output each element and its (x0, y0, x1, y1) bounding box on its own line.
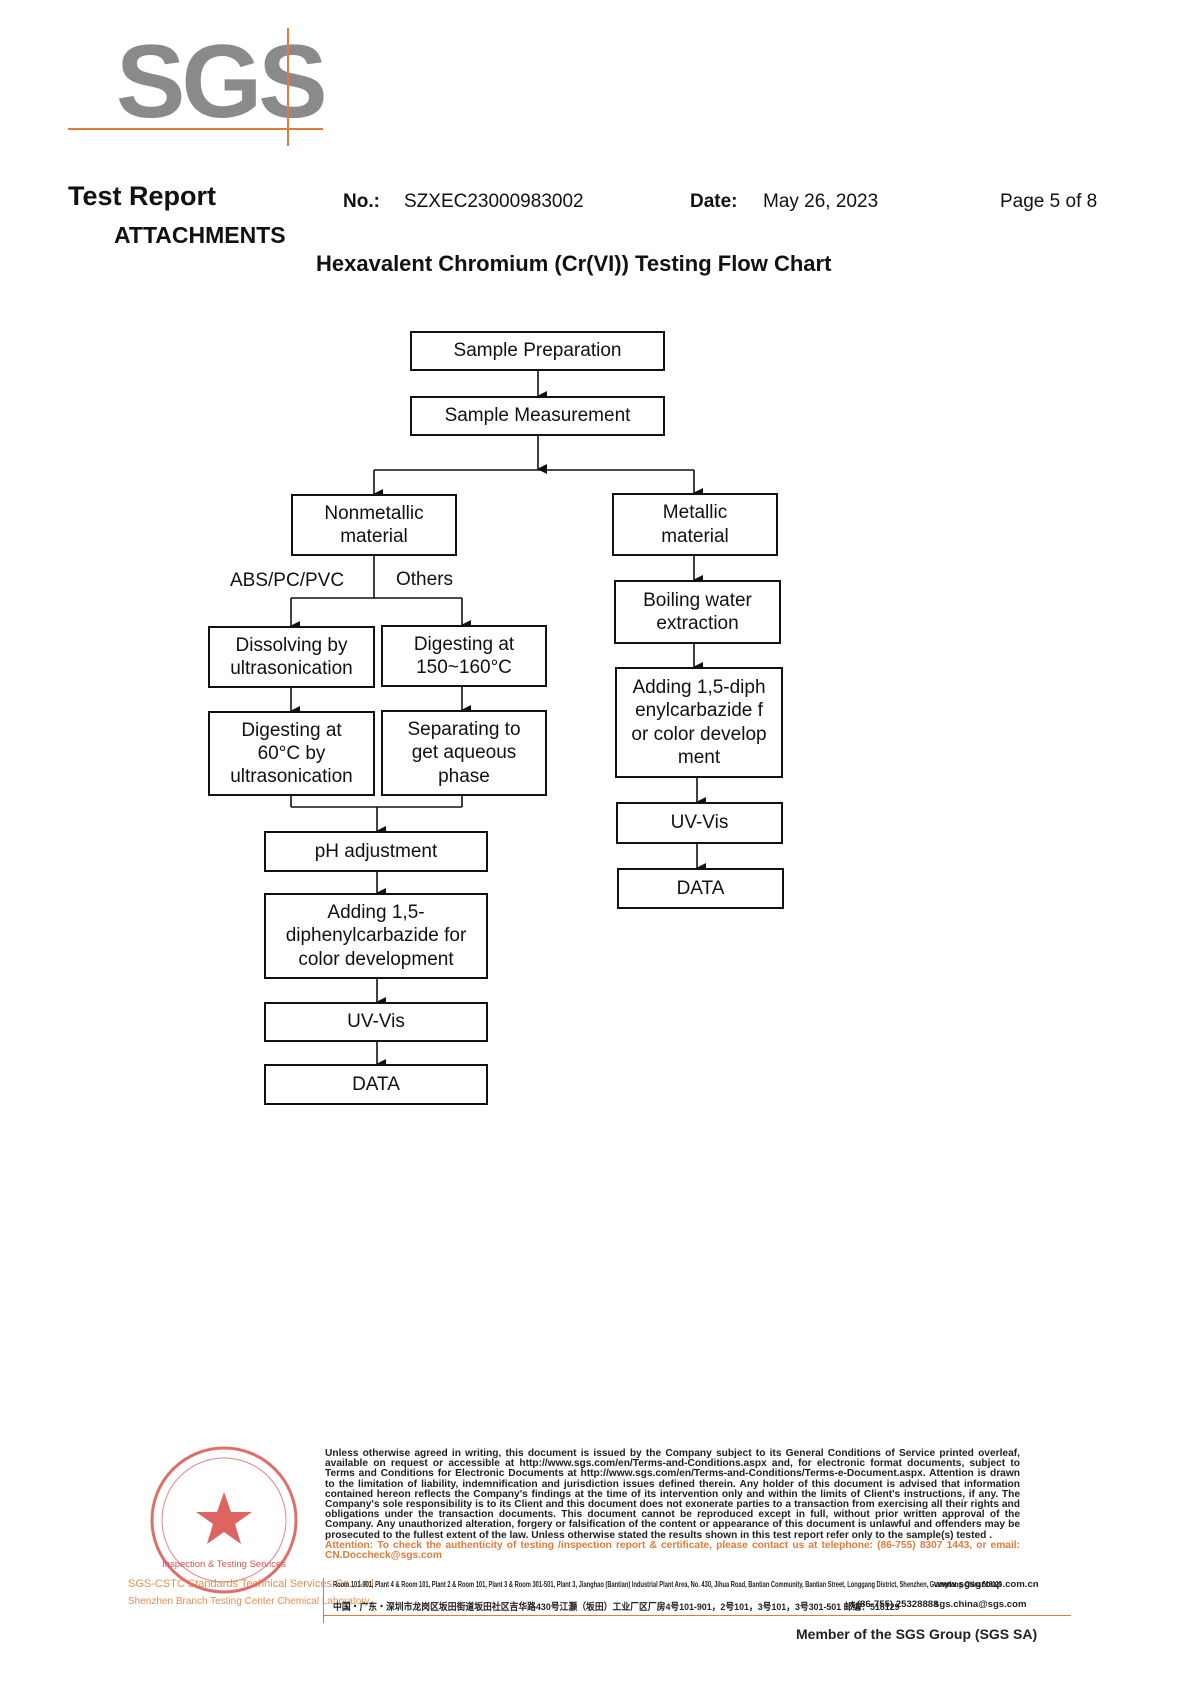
report-title: Test Report (68, 181, 217, 211)
disclaimer-text: Unless otherwise agreed in writing, this… (325, 1448, 1020, 1541)
footer-rule (323, 1615, 1071, 1616)
section-title: ATTACHMENTS (114, 222, 286, 248)
nonmetallic-material-box: Nonmetallic material (291, 494, 457, 556)
sample-preparation-box: Sample Preparation (410, 331, 665, 371)
address-chinese-text: 中国・广东・深圳市龙岗区坂田街道坂田社区吉华路430号江灏（坂田）工业厂区厂房4… (333, 1602, 900, 1613)
separating-box: Separating to get aqueous phase (381, 710, 547, 796)
branch-label-others: Others (396, 569, 454, 590)
stamp-company-text: SGS-CSTC Standards Technical Services Co… (128, 1578, 377, 1590)
report-number: SZXEC23000983002 (404, 191, 584, 212)
page-number: Page 5 of 8 (1000, 191, 1098, 212)
branch-label-abs-pc-pvc: ABS/PC/PVC (230, 570, 345, 591)
metallic-material-box: Metallic material (612, 493, 778, 556)
dissolving-box: Dissolving by ultrasonication (208, 626, 375, 688)
report-number-label: No.: (343, 191, 380, 212)
report-date: May 26, 2023 (763, 191, 879, 212)
adding-dpc-right-box: Adding 1,5-diphenylcarbazide for color d… (615, 667, 783, 778)
digesting-150-box: Digesting at 150~160°C (381, 625, 547, 687)
company-seal-stamp: Inspection & Testing Services (150, 1446, 298, 1594)
uvvis-right-box: UV-Vis (616, 802, 783, 844)
stamp-branch-text: Shenzhen Branch Testing Center Chemical … (128, 1596, 370, 1607)
flowchart-heading: Hexavalent Chromium (Cr(VI)) Testing Flo… (316, 251, 832, 276)
seal-inner-text: Inspection & Testing Services (162, 1559, 286, 1570)
website: www.sgsgroup.com.cn (934, 1579, 1039, 1590)
adding-dpc-left-box: Adding 1,5-diphenylcarbazide for color d… (264, 893, 488, 979)
flowchart-connectors (290, 371, 706, 1069)
telephone: t (86-755) 25328888 (851, 1599, 939, 1610)
boiling-water-box: Boiling water extraction (614, 580, 781, 644)
address-english-text: Room 101-901, Plant 4 & Room 101, Plant … (333, 1579, 1002, 1589)
logo-vertical-line (287, 28, 289, 146)
address-chinese: 中国・广东・深圳市龙岗区坂田街道坂田社区吉华路430号江灏（坂田）工业厂区厂房4… (333, 1599, 949, 1613)
date-label: Date: (690, 191, 738, 212)
digesting-60-box: Digesting at 60°C by ultrasonication (208, 711, 375, 796)
logo-underline (68, 128, 323, 130)
ph-adjustment-box: pH adjustment (264, 831, 488, 872)
contact-email: sgs.china@sgs.com (934, 1599, 1027, 1610)
address-english: Room 101-901, Plant 4 & Room 101, Plant … (333, 1579, 1200, 1589)
data-right-box: DATA (617, 868, 784, 909)
sgs-group-membership: Member of the SGS Group (SGS SA) (796, 1626, 1038, 1642)
uvvis-left-box: UV-Vis (264, 1002, 488, 1042)
footer-vertical-rule (323, 1578, 324, 1623)
authenticity-attention: Attention: To check the authenticity of … (325, 1539, 1020, 1562)
sample-measurement-box: Sample Measurement (410, 396, 665, 436)
sgs-logo: SGS (116, 24, 328, 140)
legal-disclaimer: Unless otherwise agreed in writing, this… (325, 1448, 1020, 1562)
data-left-box: DATA (264, 1064, 488, 1105)
